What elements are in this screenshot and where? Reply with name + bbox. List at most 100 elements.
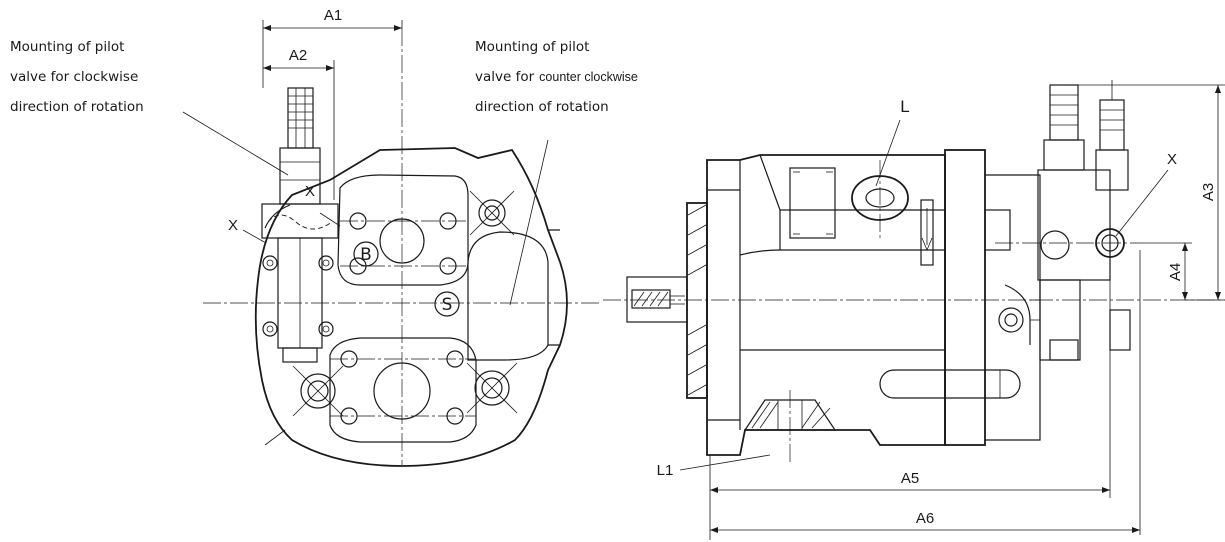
- control-screw: [998, 307, 1024, 333]
- suction-port-bore: [373, 362, 431, 420]
- ccw-note-line-1: Mounting of pilot: [475, 39, 589, 55]
- valve-screw-2: [318, 255, 334, 271]
- ccw-note: Mounting of pilot valve for counter clock…: [475, 39, 638, 115]
- control-stem-2: [1099, 99, 1125, 151]
- suction-flange: [329, 337, 477, 443]
- valve-screw-3: [262, 321, 278, 337]
- cw-note-leader: [182, 111, 289, 176]
- port-b-label: B: [360, 245, 372, 265]
- a5-arrow-right: [1102, 487, 1110, 493]
- ccw-note-leader: [509, 139, 549, 306]
- drain-port-boss: [743, 399, 837, 431]
- rear-fitting: [1109, 309, 1131, 351]
- a6-arrow-right: [1132, 527, 1140, 533]
- shaft-key: [631, 289, 671, 309]
- cw-note-line-1: Mounting of pilot: [10, 39, 124, 55]
- pump-body-front-lines: [707, 160, 741, 430]
- pump-body-outline: [706, 154, 946, 456]
- dim-a1-label: A1: [324, 7, 342, 24]
- mount-bolt-right: [474, 370, 510, 406]
- a4-arrow-top: [1182, 243, 1188, 251]
- valve-screw-4-inner: [322, 325, 330, 333]
- rotation-arrow-icon: [921, 208, 933, 252]
- port-plate: [944, 149, 986, 446]
- front-housing-outline: [254, 147, 568, 467]
- control-stem-2-nut: [1095, 149, 1129, 191]
- control-screw-inner: [1004, 313, 1018, 327]
- mounting-flange: [686, 202, 708, 399]
- drain-hatch-4: [811, 407, 831, 429]
- x-label-side: X: [1167, 151, 1177, 168]
- pilot-valve-stem: [287, 87, 314, 149]
- front-housing-lugs: [548, 229, 560, 346]
- suction-bolt-top-inner: [484, 205, 500, 221]
- mount-bolt-left: [300, 373, 336, 409]
- ccw-note-line-2b: counter clockwise: [539, 70, 638, 84]
- rotation-plate: [920, 199, 934, 266]
- pressure-port-bore: [379, 218, 425, 264]
- flange-hatch-1: [687, 204, 707, 216]
- mount-bolt-right-mark-2: [466, 362, 518, 414]
- port-s-circle: [434, 291, 460, 317]
- flange-hatch-8: [687, 384, 707, 396]
- pressure-flange: [337, 174, 469, 286]
- ccw-note-line-2a: valve for: [475, 69, 535, 85]
- drain-hatch-1: [751, 401, 771, 429]
- x-label-front-right: X: [305, 183, 315, 200]
- front-view: B S A1 A2 X X: [182, 7, 600, 467]
- a2-arrow-right: [326, 65, 334, 71]
- pilot-valve-cap: [282, 347, 318, 363]
- x-label-front-left: X: [228, 217, 238, 234]
- port-l-leader: [875, 119, 901, 187]
- ccw-note-line-3: direction of rotation: [475, 99, 609, 115]
- a3-arrow-bottom: [1215, 292, 1221, 300]
- suction-bolt-top: [478, 199, 506, 227]
- cw-note-line-2: valve for clockwise: [10, 69, 138, 85]
- flange-hatch-2: [687, 224, 707, 236]
- a4-arrow-bottom: [1182, 292, 1188, 300]
- port-s-label: S: [442, 295, 453, 315]
- side-view: A3 A4 A5 A6 L X L1: [603, 80, 1225, 540]
- lower-channel: [879, 369, 1021, 399]
- valve-screw-4: [318, 321, 334, 337]
- lower-nut: [1049, 339, 1079, 361]
- pump-body-chamfer: [739, 249, 781, 256]
- a5-arrow-left: [710, 487, 718, 493]
- port-l-label: L: [900, 97, 909, 116]
- mount-bolt-left-mark-2: [292, 365, 344, 417]
- drain-hatch-2: [759, 401, 779, 429]
- valve-screw-1: [262, 255, 278, 271]
- a1-arrow-right: [394, 25, 402, 31]
- cw-note-line-3: direction of rotation: [10, 99, 144, 115]
- flange-hatch-6: [687, 344, 707, 356]
- cover-plate: [789, 167, 836, 239]
- shaft-hatch-3: [649, 291, 661, 307]
- valve-screw-2-inner: [322, 259, 330, 267]
- suction-boss: [467, 231, 549, 361]
- x-left-leader: [242, 229, 267, 244]
- dim-a4-label: A4: [1167, 263, 1184, 281]
- cw-note: Mounting of pilot valve for clockwise di…: [10, 39, 144, 115]
- port-l1-leader: [679, 454, 771, 471]
- a6-arrow-left: [710, 527, 718, 533]
- a1-arrow-left: [263, 25, 271, 31]
- valve-block-hidden-bore: [267, 214, 333, 230]
- flange-hatch-3: [687, 244, 707, 256]
- dim-a3-label: A3: [1200, 183, 1217, 201]
- suction-bolt-top-mark-2: [469, 190, 515, 236]
- port-l1-label: L1: [657, 462, 674, 479]
- ccw-note-line-2: valve for counter clockwise: [475, 69, 638, 85]
- a3-arrow-top: [1215, 85, 1221, 93]
- flange-hatch-4: [687, 264, 707, 276]
- port-b-circle: [353, 241, 379, 267]
- drive-shaft: [626, 276, 688, 323]
- shaft-hatch-4: [657, 291, 669, 307]
- drain-hatch-3: [801, 401, 821, 429]
- front-housing-detail: [264, 204, 291, 229]
- control-valve-plug: [1040, 230, 1070, 260]
- flange-hatch-7: [687, 364, 707, 376]
- front-lower-left-leader: [264, 429, 286, 446]
- dim-a6-label: A6: [916, 510, 934, 527]
- port-x-leader: [1115, 169, 1169, 237]
